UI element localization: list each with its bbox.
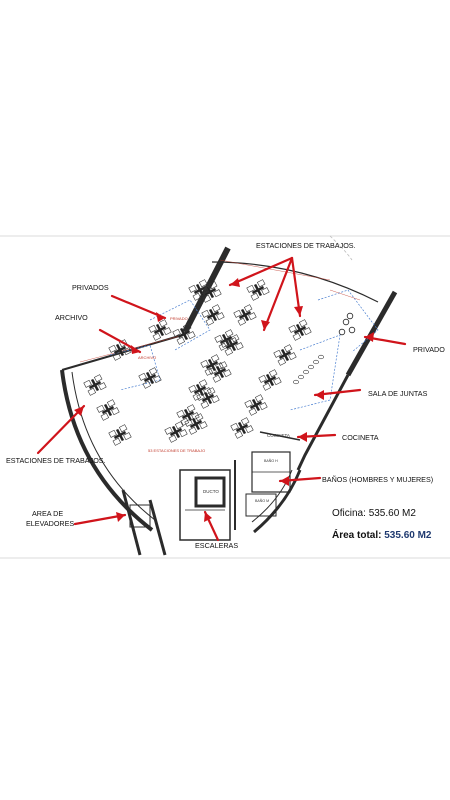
workstation-cluster <box>230 417 254 439</box>
meeting-chair <box>308 364 314 370</box>
plan-label-privado: PRIVADO <box>170 316 188 321</box>
elevator-cab <box>129 504 151 528</box>
curved-facade-inner <box>71 371 156 521</box>
workstation-cluster <box>233 304 257 326</box>
label-estaciones-top: ESTACIONES DE TRABAJOS. <box>256 241 356 250</box>
meeting-chair <box>318 354 324 360</box>
workstation-cluster <box>200 354 224 376</box>
arrowhead <box>280 476 289 486</box>
arrow-estaciones-top-2 <box>262 256 294 332</box>
workstation-cluster <box>83 374 107 396</box>
workstation-cluster <box>258 369 282 391</box>
arrowhead <box>261 320 270 330</box>
workstation-cluster <box>108 339 132 361</box>
label-privado: PRIVADO <box>413 345 445 354</box>
private-office-table <box>338 312 356 336</box>
bathroom-lower <box>245 493 277 517</box>
elevator-shaft-wall-l <box>121 489 142 556</box>
workstation-cluster <box>138 367 162 389</box>
plan-label-estaciones-count: 53 ESTACIONES DE TRABAJO <box>148 448 206 453</box>
label-estaciones-left: ESTACIONES DE TRABAJOS. <box>6 456 106 465</box>
arrowhead <box>204 512 212 522</box>
area-total-value: 535.60 M2 <box>384 530 432 541</box>
curved-facade <box>60 369 154 532</box>
area-oficina-value: 535.60 M2 <box>368 508 416 519</box>
label-sala-juntas: SALA DE JUNTAS <box>368 389 428 398</box>
workstation-cluster <box>96 399 120 421</box>
label-banos: BAÑOS (HOMBRES Y MUJERES) <box>322 475 434 484</box>
workstation-cluster <box>188 379 212 401</box>
meeting-chair <box>313 359 319 365</box>
plan-label-archivo: ARCHIVO <box>138 355 157 360</box>
ducto-shaft <box>194 476 226 508</box>
label-archivo: ARCHIVO <box>55 313 88 322</box>
area-oficina: Oficina: 535.60 M2 <box>332 508 416 519</box>
workstation-cluster <box>184 413 208 435</box>
workstation-cluster <box>208 361 232 383</box>
meeting-chair <box>303 369 309 375</box>
label-escaleras: ESCALERAS <box>195 541 239 550</box>
building-walls <box>60 246 398 556</box>
stair-core <box>179 469 231 541</box>
workstation-cluster <box>164 421 188 443</box>
arrowhead <box>365 332 374 342</box>
arrowhead <box>156 312 165 322</box>
sala-partition <box>289 334 341 411</box>
arrow-estaciones-top-1 <box>228 256 294 287</box>
workstation-cluster <box>273 344 297 366</box>
label-privados: PRIVADOS <box>72 283 109 292</box>
plan-label-bano-h: BAÑO H <box>264 459 278 463</box>
meeting-chair <box>298 374 304 380</box>
arrowhead <box>230 278 240 287</box>
east-core-wall <box>296 374 350 471</box>
upper-curve <box>211 261 379 303</box>
workstation-cluster <box>201 304 225 326</box>
workstation-cluster <box>220 334 244 356</box>
area-total: Área total: 535.60 M2 <box>332 530 432 541</box>
arrow-privados <box>110 294 167 320</box>
arrow-elevadores <box>73 513 127 526</box>
arrowhead <box>116 512 125 522</box>
workstation-cluster <box>288 319 312 341</box>
label-area-elevadores-1: AREA DE <box>32 509 64 518</box>
meeting-chair <box>293 379 299 385</box>
arrowhead <box>294 306 303 316</box>
arrow-heads <box>74 278 374 522</box>
east-curved-wall <box>253 469 302 534</box>
label-area-elevadores-2: ELEVADORES <box>26 519 75 528</box>
plan-label-bano-m: BAÑO M <box>255 499 270 503</box>
workstation-cluster <box>108 424 132 446</box>
cocineta-counter <box>259 431 301 441</box>
privados-partition <box>149 299 211 351</box>
arrowhead <box>131 345 140 354</box>
arrowhead <box>74 406 84 416</box>
arrowhead <box>315 390 324 400</box>
privado-east-partition <box>317 289 379 353</box>
plan-label-cocineta: COCINETA <box>267 433 290 438</box>
arrow-estaciones-top-3 <box>290 256 302 318</box>
workstation-cluster <box>244 394 268 416</box>
northwest-wall <box>182 246 231 334</box>
workstation-cluster <box>172 323 196 345</box>
plan-label-ducto: DUCTO <box>203 489 219 494</box>
workstation-cluster <box>246 279 270 301</box>
arrow-estaciones-left <box>36 404 86 455</box>
arrowhead <box>298 432 307 442</box>
elevator-shaft-wall-r <box>148 499 167 556</box>
annotation-arrows <box>36 256 407 542</box>
workstation-cluster <box>148 319 172 341</box>
label-cocineta: COCINETA <box>342 433 379 442</box>
archivo-partition <box>109 344 161 391</box>
workstation-cluster <box>198 281 222 303</box>
partitions <box>109 289 379 411</box>
area-total-label: Área total: <box>332 530 382 541</box>
area-oficina-label: Oficina: <box>332 508 366 519</box>
workstation-cluster <box>196 387 220 409</box>
outer-arc-dashed <box>329 235 353 261</box>
workstation-clusters <box>83 279 356 446</box>
